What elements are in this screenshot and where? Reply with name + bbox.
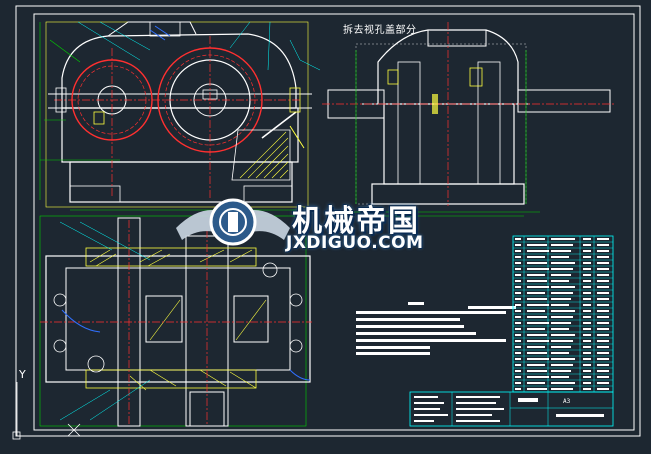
parts-list-table [512,235,614,393]
title-block-scale: A3 [563,398,571,405]
sheet-inner-frame [33,13,635,431]
ucs-icon [12,382,81,440]
sheet-outer-frame [15,5,641,437]
gear-wings-logo-icon [176,198,290,246]
technical-requirements-block [356,302,516,355]
logo-english-text: JXDIGUO.COM [286,233,424,253]
title-block [409,391,614,427]
front-view [39,21,321,211]
logo-chinese-text: 机械帝国 [292,204,420,239]
annotation-note: 拆去视孔盖部分 [343,25,417,36]
ucs-axis-label: Y [19,368,26,381]
side-view [322,22,616,217]
top-section-view [39,215,312,427]
